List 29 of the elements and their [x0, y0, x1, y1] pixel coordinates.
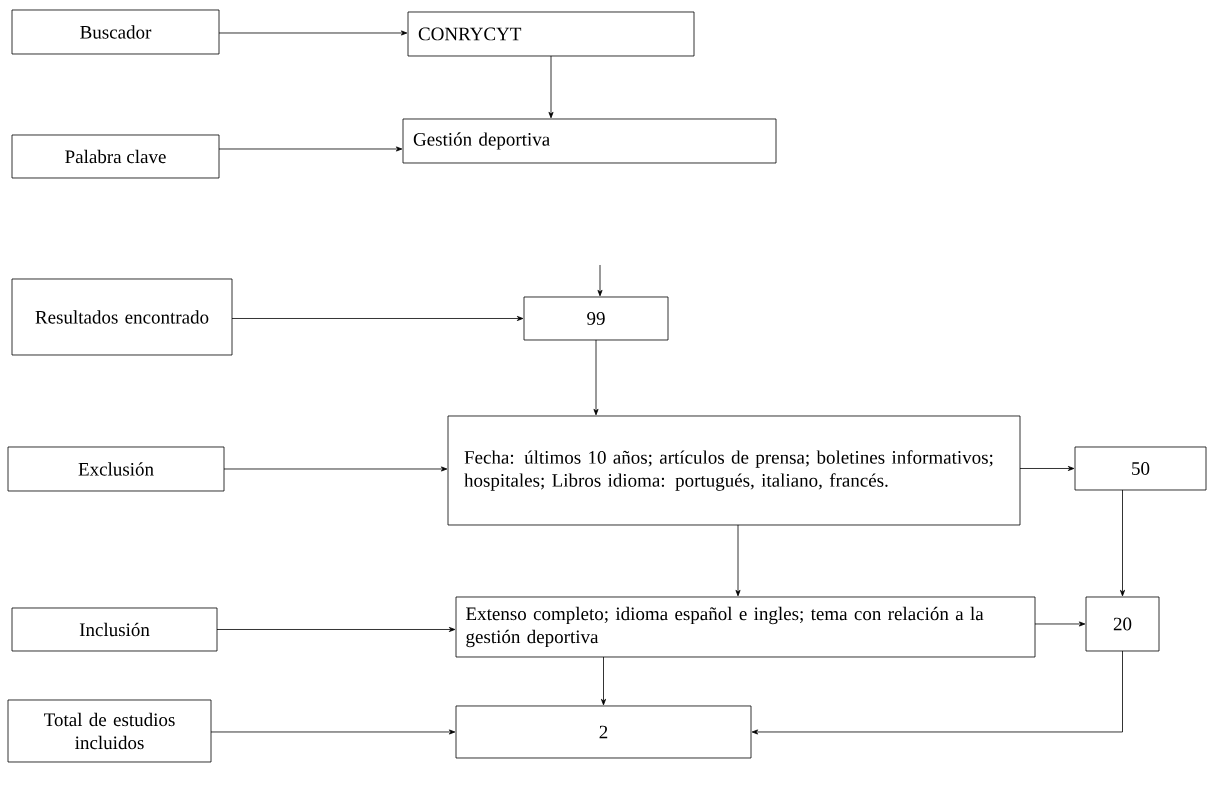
arrow: [548, 55, 554, 119]
process-box: 50: [1074, 446, 1207, 491]
arrow: [593, 339, 599, 416]
process-box: 20: [1085, 596, 1160, 652]
arrow: [601, 656, 606, 706]
arrow: [597, 264, 603, 297]
arrow: [223, 466, 448, 472]
process-box: Exclusión: [7, 446, 225, 492]
arrow: [218, 30, 408, 36]
process-box: Gestión deportiva: [402, 118, 777, 164]
process-box: Buscador: [11, 9, 220, 55]
process-box: CONRYCYT: [407, 11, 695, 57]
arrow: [751, 650, 1123, 735]
process-box: Total de estudios incluidos: [7, 699, 212, 763]
arrow: [210, 729, 456, 735]
arrow: [735, 524, 741, 597]
arrow: [1120, 489, 1125, 597]
process-box: Resultados encontrado: [11, 278, 233, 356]
process-box: 2: [455, 705, 752, 759]
arrow: [218, 146, 403, 152]
arrow: [1034, 621, 1086, 627]
process-box: Extenso completo; idioma español e ingles; tema con relación a la gestión deportiva: [455, 596, 1036, 658]
process-box: Palabra clave: [11, 134, 220, 179]
process-box: Inclusión: [11, 607, 218, 652]
process-box: Fecha: últimos 10 años; artículos de prensa; boletines informativos; hospitales; Libros idioma: portugués, italiano, francés.: [447, 415, 1021, 526]
process-box: 99: [523, 296, 669, 341]
arrow: [1019, 466, 1075, 471]
arrow: [216, 627, 456, 632]
arrow: [231, 316, 524, 321]
